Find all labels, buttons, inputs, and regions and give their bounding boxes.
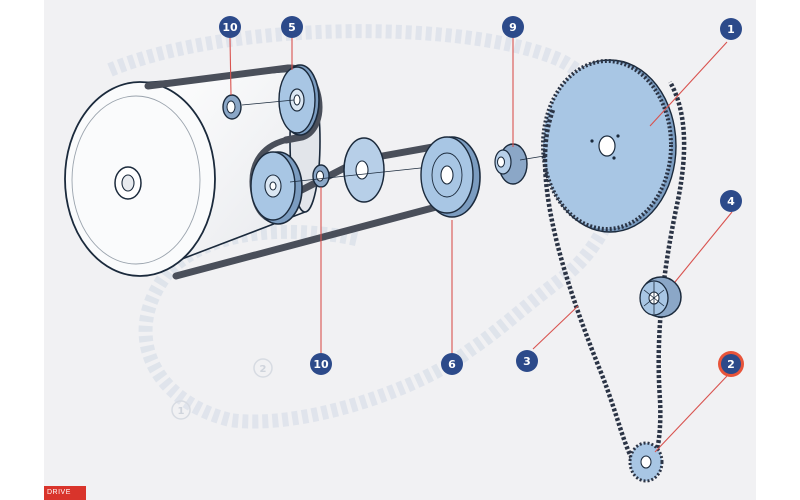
callout-2-highlighted: 2: [718, 351, 744, 377]
callout-3: 3: [516, 350, 538, 372]
svg-text:2: 2: [727, 358, 735, 371]
flange-disk: [343, 137, 385, 203]
badge-icon: [219, 16, 241, 38]
shaft-line-upper: [241, 99, 295, 106]
ghost-label-1: 1: [178, 406, 185, 417]
callout-10-lower: 10: [310, 353, 332, 375]
svg-text:4: 4: [727, 195, 735, 208]
callout-10-upper: 10: [219, 16, 241, 38]
badge-icon: [441, 353, 463, 375]
bearing-10-middle: [312, 164, 330, 188]
small-sprocket-2: [628, 441, 664, 483]
svg-text:5: 5: [288, 21, 296, 34]
badge-icon: [502, 16, 524, 38]
pulley-5: [278, 64, 320, 136]
badge-icon: [720, 18, 742, 40]
tensioner-idler-4: [639, 276, 682, 318]
callout-1: 1: [720, 18, 742, 40]
svg-text:10: 10: [313, 358, 329, 371]
background-ghost-labels: 1 2: [171, 358, 273, 420]
svg-text:3: 3: [523, 355, 531, 368]
section-footer-text: DRIVE: [47, 489, 71, 496]
badge-icon: [720, 190, 742, 212]
callout-badges: 10 5 9 1 4 10 6 3: [219, 16, 744, 377]
callout-6: 6: [441, 353, 463, 375]
badge-icon: [310, 353, 332, 375]
callout-5: 5: [281, 16, 303, 38]
shaft-line-middle: [289, 166, 431, 183]
badge-icon: [281, 16, 303, 38]
ghost-label-2: 2: [260, 364, 267, 375]
leader-lines: [229, 37, 733, 453]
callout-4: 4: [720, 190, 742, 212]
section-footer-tab: DRIVE: [44, 486, 86, 500]
svg-text:1: 1: [727, 23, 735, 36]
badge-icon: [516, 350, 538, 372]
svg-text:10: 10: [222, 21, 238, 34]
svg-text:9: 9: [509, 21, 517, 34]
callout-9: 9: [502, 16, 524, 38]
large-sprocket-1: [541, 59, 677, 233]
pulley-6: [420, 136, 481, 218]
bearing-10-upper: [222, 94, 242, 120]
badge-icon: [721, 354, 741, 374]
svg-text:6: 6: [448, 358, 456, 371]
small-pulley: [250, 151, 303, 225]
